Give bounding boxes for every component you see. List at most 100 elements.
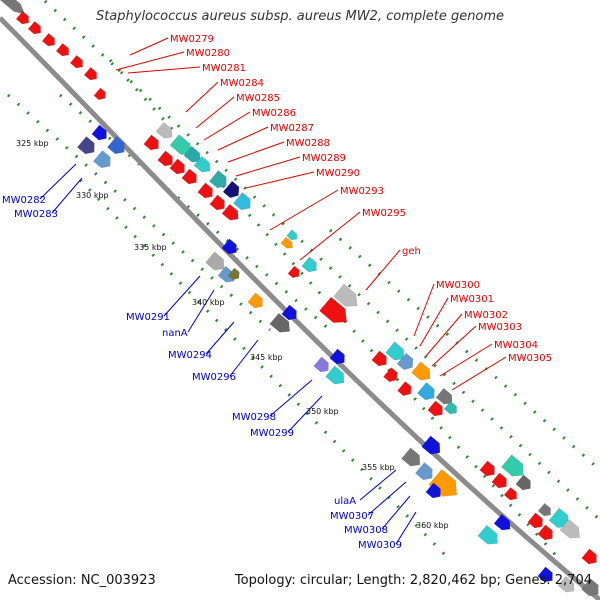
forward-leader-1 bbox=[115, 51, 185, 71]
gene-feature-25 bbox=[221, 203, 239, 221]
gene-feature-40 bbox=[329, 348, 345, 365]
forward-leader-16 bbox=[431, 325, 477, 367]
forward-leader-11 bbox=[299, 211, 361, 261]
forward-leader-18 bbox=[451, 356, 507, 391]
reverse-leader-4 bbox=[205, 321, 235, 355]
gene-feature-21 bbox=[222, 180, 240, 198]
gene-feature-13 bbox=[143, 134, 159, 151]
forward-gene-label: MW0301 bbox=[450, 294, 494, 305]
kbp-marker: 335 kbp bbox=[134, 243, 167, 252]
reverse-leader-7 bbox=[287, 395, 323, 433]
reverse-gene-label: MW0296 bbox=[192, 372, 236, 383]
gene-feature-6 bbox=[83, 66, 97, 81]
kbp-marker: 350 kbp bbox=[306, 407, 339, 416]
gene-feature-8 bbox=[91, 124, 107, 141]
gene-feature-10 bbox=[107, 136, 125, 155]
forward-leader-9 bbox=[245, 171, 315, 189]
gene-feature-2 bbox=[27, 20, 41, 35]
gene-feature-4 bbox=[55, 42, 69, 57]
gene-feature-69 bbox=[581, 548, 597, 565]
forward-gene-label: MW0284 bbox=[220, 78, 264, 89]
reverse-gene-label: MW0294 bbox=[168, 350, 212, 361]
kbp-marker: 345 kbp bbox=[250, 353, 283, 362]
forward-leader-6 bbox=[217, 126, 269, 151]
gene-feature-59 bbox=[501, 454, 524, 477]
kbp-marker: 325 kbp bbox=[16, 139, 49, 148]
gene-feature-58 bbox=[493, 513, 511, 531]
gene-feature-38 bbox=[319, 296, 348, 323]
reverse-leader-10 bbox=[381, 495, 411, 530]
reverse-leader-9 bbox=[367, 481, 407, 516]
gene-feature-61 bbox=[491, 472, 507, 489]
reverse-gene-label: MW0309 bbox=[358, 540, 402, 551]
forward-gene-label: MW0302 bbox=[464, 310, 508, 321]
gene-feature-46 bbox=[383, 367, 398, 383]
gene-feature-5 bbox=[69, 54, 83, 69]
genome-backbone bbox=[0, 16, 600, 600]
gene-feature-15 bbox=[157, 150, 173, 167]
reverse-leader-0 bbox=[39, 163, 77, 200]
gene-feature-44 bbox=[396, 352, 414, 370]
gene-feature-24 bbox=[209, 194, 225, 211]
forward-gene-label: MW0300 bbox=[436, 280, 480, 291]
gene-feature-70 bbox=[537, 566, 553, 583]
gene-feature-23 bbox=[197, 182, 213, 199]
gene-feature-20 bbox=[209, 170, 227, 189]
kbp-marker: 355 kbp bbox=[362, 463, 395, 472]
reverse-leader-11 bbox=[395, 511, 417, 545]
gene-feature-57 bbox=[477, 524, 498, 545]
gene-feature-11 bbox=[93, 150, 111, 169]
tick-track-5 bbox=[329, 228, 600, 472]
gene-feature-50 bbox=[443, 400, 457, 415]
forward-gene-labels: MW0279MW0280MW0281MW0284MW0285MW0286MW02… bbox=[170, 34, 552, 364]
gene-feature-27 bbox=[286, 229, 298, 241]
gene-feature-3 bbox=[41, 32, 55, 47]
gene-feature-35 bbox=[281, 304, 297, 321]
gene-feature-71 bbox=[557, 575, 575, 593]
tick-track-2 bbox=[108, 58, 562, 562]
forward-leader-10 bbox=[269, 189, 339, 231]
label-leaders bbox=[39, 37, 507, 545]
accession-text: Accession: NC_003923 bbox=[8, 573, 156, 588]
gene-feature-67 bbox=[559, 518, 580, 539]
forward-leader-8 bbox=[235, 156, 301, 177]
gene-feature-45 bbox=[411, 361, 431, 381]
gene-feature-9 bbox=[77, 136, 95, 155]
forward-gene-label: MW0286 bbox=[252, 108, 296, 119]
gene-feature-12 bbox=[155, 121, 173, 139]
gene-feature-64 bbox=[527, 512, 543, 529]
forward-leader-4 bbox=[195, 96, 235, 129]
gene-feature-53 bbox=[415, 462, 433, 481]
map-title: Staphylococcus aureus subsp. aureus MW2,… bbox=[95, 9, 505, 24]
forward-leader-7 bbox=[227, 141, 285, 163]
forward-gene-label: MW0279 bbox=[170, 34, 214, 45]
reverse-leader-2 bbox=[163, 275, 201, 317]
forward-gene-label: MW0285 bbox=[236, 93, 280, 104]
gene-feature-19 bbox=[181, 168, 197, 185]
forward-leader-14 bbox=[419, 297, 449, 347]
gene-feature-16 bbox=[169, 158, 185, 175]
gene-feature-33 bbox=[227, 267, 240, 281]
forward-leader-13 bbox=[413, 283, 435, 337]
forward-gene-label: MW0281 bbox=[202, 63, 246, 74]
gene-feature-54 bbox=[421, 435, 441, 455]
gene-feature-37 bbox=[333, 283, 358, 307]
reverse-leader-5 bbox=[229, 339, 259, 377]
gene-feature-7 bbox=[93, 87, 106, 101]
reverse-leader-1 bbox=[51, 177, 83, 214]
gene-feature-63 bbox=[515, 474, 531, 491]
forward-gene-label: MW0287 bbox=[270, 123, 314, 134]
gene-feature-62 bbox=[503, 486, 517, 501]
gene-feature-42 bbox=[371, 350, 387, 367]
gene-feature-48 bbox=[417, 382, 435, 401]
reverse-gene-label: MW0291 bbox=[126, 312, 170, 323]
reverse-gene-label: MW0307 bbox=[330, 511, 374, 522]
reverse-gene-label: MW0308 bbox=[344, 525, 388, 536]
reverse-gene-label: MW0299 bbox=[250, 428, 294, 439]
reverse-leader-8 bbox=[359, 469, 397, 501]
forward-gene-label: MW0289 bbox=[302, 153, 346, 164]
gene-feature-36 bbox=[269, 312, 290, 333]
gene-feature-56 bbox=[425, 482, 441, 499]
